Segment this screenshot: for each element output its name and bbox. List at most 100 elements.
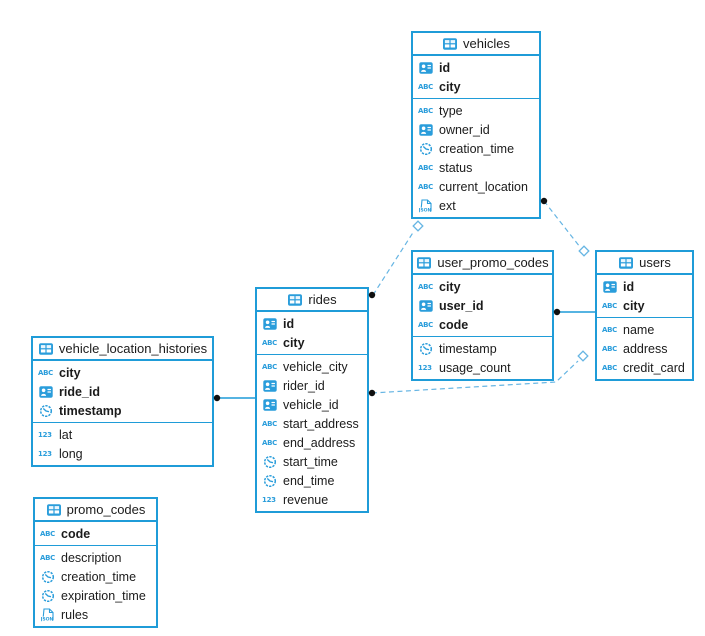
field-row[interactable]: ABC code [413, 315, 552, 334]
field-row[interactable]: expiration_time [35, 586, 156, 605]
field-row[interactable]: ABC description [35, 548, 156, 567]
table-icon [416, 256, 432, 270]
table-header[interactable]: user_promo_codes [413, 252, 552, 275]
field-row[interactable]: 123 long [33, 444, 212, 463]
field-name: long [59, 446, 83, 461]
table-header[interactable]: promo_codes [35, 499, 156, 522]
field-row[interactable]: ABC name [597, 320, 692, 339]
field-row[interactable]: ABC end_address [257, 433, 367, 452]
field-row[interactable]: timestamp [413, 339, 552, 358]
table-vehicle-location-histories[interactable]: vehicle_location_histories ABC city ride… [31, 336, 214, 467]
columns-section: ABC vehicle_city rider_id vehicle_id ABC… [257, 354, 367, 511]
field-row[interactable]: id [597, 277, 692, 296]
field-row[interactable]: ABC address [597, 339, 692, 358]
field-row[interactable]: 123 lat [33, 425, 212, 444]
table-rides[interactable]: rides id ABC city ABC vehicle_city rider… [255, 287, 369, 513]
field-name: code [439, 317, 469, 332]
text-type-icon: ABC [38, 368, 53, 377]
field-row[interactable]: ABC current_location [413, 177, 539, 196]
field-name: vehicle_id [283, 397, 339, 412]
field-name: ext [439, 198, 456, 213]
table-users[interactable]: users id ABC city ABC name ABC address A… [595, 250, 694, 381]
field-name: user_id [439, 298, 484, 313]
text-type-icon: ABC [40, 529, 55, 538]
text-type-icon: ABC [602, 325, 617, 334]
field-row[interactable]: ABC code [35, 524, 156, 543]
text-type-icon: ABC [418, 163, 433, 172]
field-row[interactable]: rider_id [257, 376, 367, 395]
table-header[interactable]: vehicle_location_histories [33, 338, 212, 361]
field-row[interactable]: end_time [257, 471, 367, 490]
number-type-icon: 123 [38, 430, 52, 439]
timestamp-type-icon [262, 455, 278, 469]
field-row[interactable]: ride_id [33, 382, 212, 401]
field-row[interactable]: ABC city [413, 77, 539, 96]
table-header[interactable]: users [597, 252, 692, 275]
field-name: name [623, 322, 655, 337]
field-row[interactable]: vehicle_id [257, 395, 367, 414]
number-type-icon: 123 [418, 363, 432, 372]
table-icon [46, 503, 62, 517]
relation-line-vehicles-users [543, 200, 581, 248]
field-row[interactable]: ABC vehicle_city [257, 357, 367, 376]
field-row[interactable]: id [257, 314, 367, 333]
field-name: city [283, 335, 305, 350]
id-type-icon [262, 317, 278, 331]
table-header[interactable]: rides [257, 289, 367, 312]
field-row[interactable]: 123 revenue [257, 490, 367, 509]
field-row[interactable]: timestamp [33, 401, 212, 420]
field-row[interactable]: creation_time [35, 567, 156, 586]
relation-endpoint-dot [553, 308, 561, 316]
table-title: vehicle_location_histories [58, 341, 208, 356]
field-row[interactable]: ABC credit_card [597, 358, 692, 377]
field-name: lat [59, 427, 73, 442]
id-type-icon [418, 299, 434, 313]
field-row[interactable]: user_id [413, 296, 552, 315]
field-name: id [283, 316, 295, 331]
text-type-icon: ABC [418, 106, 433, 115]
field-row[interactable]: ABC type [413, 101, 539, 120]
text-type-icon: ABC [418, 82, 433, 91]
field-row[interactable]: ABC city [257, 333, 367, 352]
id-type-icon [38, 385, 54, 399]
field-row[interactable]: creation_time [413, 139, 539, 158]
text-type-icon: ABC [418, 182, 433, 191]
field-row[interactable]: ext [413, 196, 539, 215]
field-name: owner_id [439, 122, 490, 137]
primary-key-section: ABC city user_id ABC code [413, 275, 552, 336]
text-type-icon: ABC [262, 438, 277, 447]
field-row[interactable]: start_time [257, 452, 367, 471]
json-type-icon [418, 199, 434, 213]
text-type-icon: ABC [602, 344, 617, 353]
table-icon [442, 37, 458, 51]
json-type-icon [40, 608, 56, 622]
field-row[interactable]: rules [35, 605, 156, 624]
field-row[interactable]: ABC status [413, 158, 539, 177]
field-row[interactable]: ABC city [33, 363, 212, 382]
table-vehicles[interactable]: vehicles id ABC city ABC type owner_id [411, 31, 541, 219]
field-name: city [623, 298, 645, 313]
field-name: ride_id [59, 384, 100, 399]
table-header[interactable]: vehicles [413, 33, 539, 56]
id-type-icon [602, 280, 618, 294]
timestamp-type-icon [418, 342, 434, 356]
relation-endpoint-dot [213, 394, 221, 402]
field-row[interactable]: ABC city [413, 277, 552, 296]
field-row[interactable]: 123 usage_count [413, 358, 552, 377]
field-row[interactable]: ABC start_address [257, 414, 367, 433]
relation-line-rides-vehicles [372, 230, 415, 296]
id-type-icon [418, 123, 434, 137]
table-promo-codes[interactable]: promo_codes ABC code ABC description cre… [33, 497, 158, 628]
table-user-promo-codes[interactable]: user_promo_codes ABC city user_id ABC co… [411, 250, 554, 381]
field-row[interactable]: ABC city [597, 296, 692, 315]
relation-endpoint-dot [540, 197, 548, 205]
number-type-icon: 123 [262, 495, 276, 504]
field-row[interactable]: id [413, 58, 539, 77]
timestamp-type-icon [262, 474, 278, 488]
timestamp-type-icon [40, 589, 56, 603]
field-name: code [61, 526, 91, 541]
primary-key-section: id ABC city [257, 312, 367, 354]
field-row[interactable]: owner_id [413, 120, 539, 139]
field-name: city [439, 79, 461, 94]
